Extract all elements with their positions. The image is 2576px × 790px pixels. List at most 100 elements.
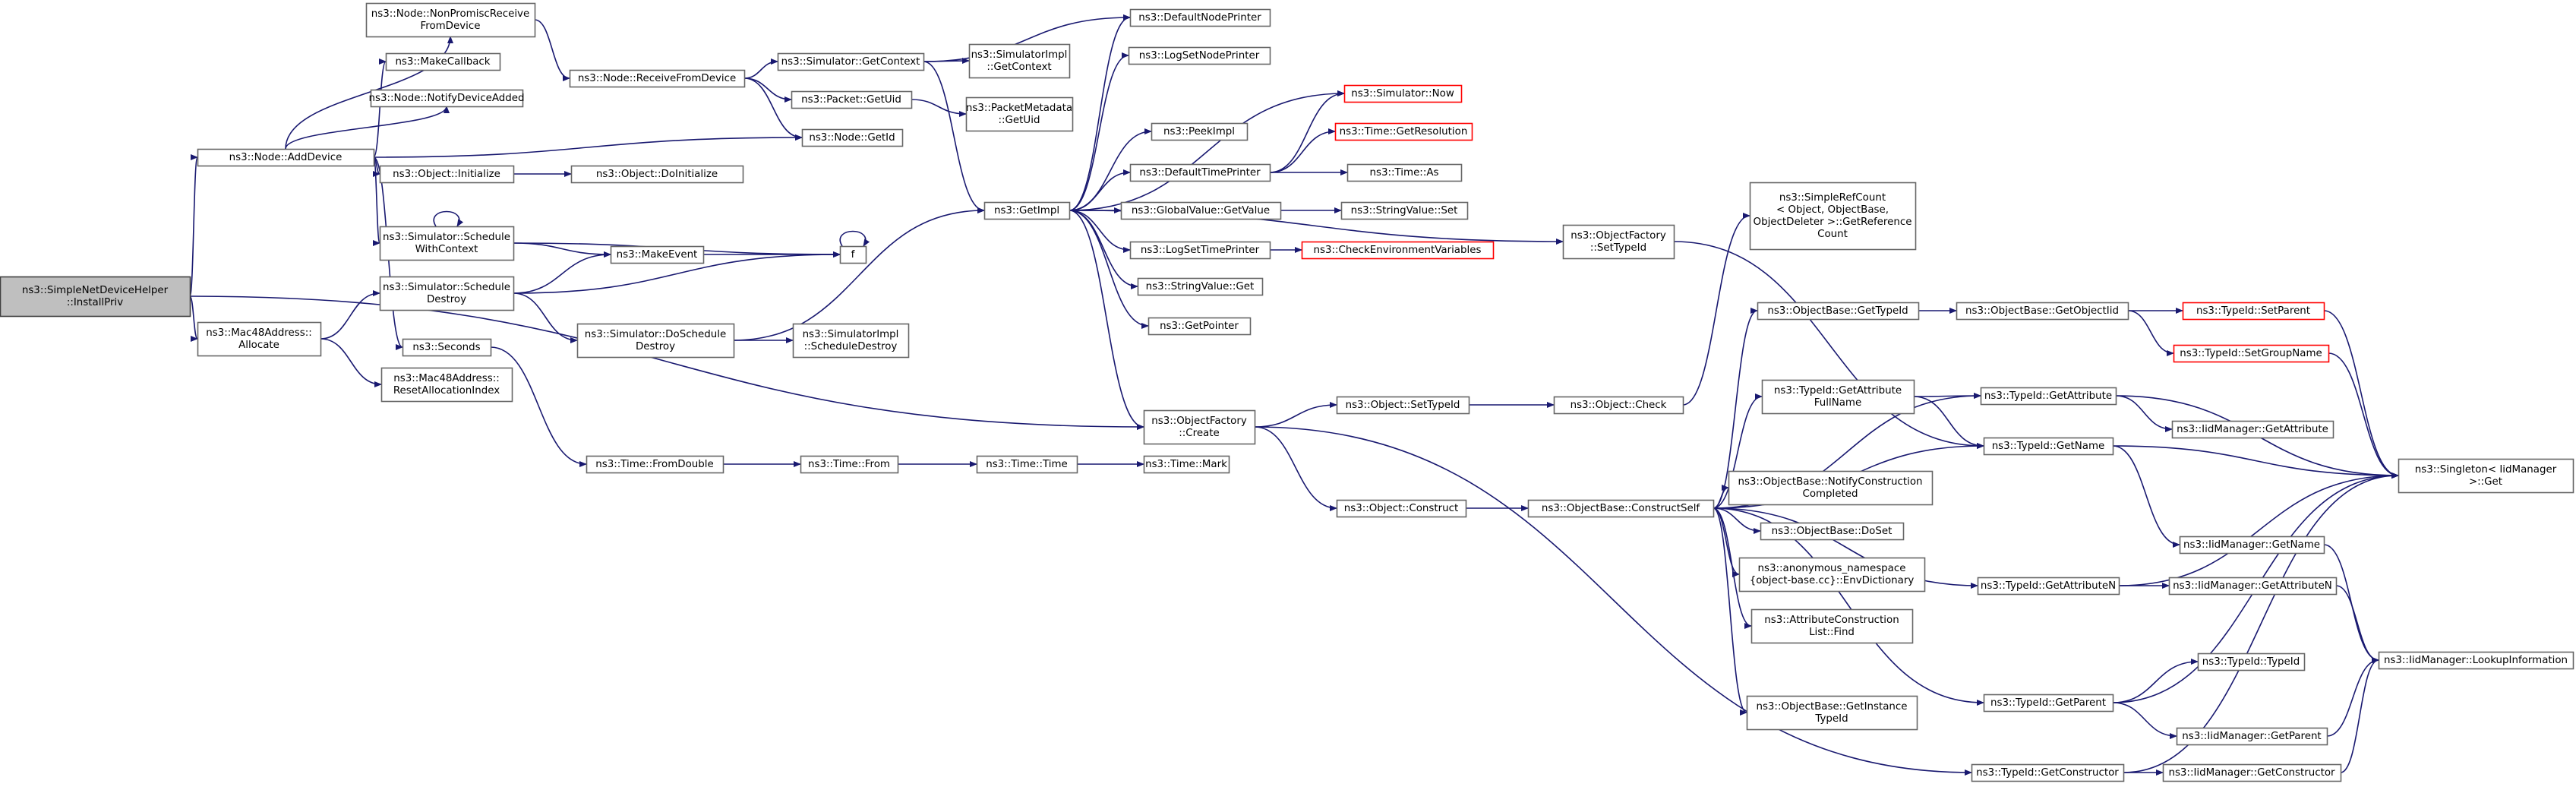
node-makeevent[interactable]: ns3::MakeEvent [610, 245, 705, 264]
node-makecallback[interactable]: ns3::MakeCallback [385, 52, 501, 71]
node-label: ns3::TypeId::GetParent [1990, 697, 2106, 709]
node-mac_reset[interactable]: ns3::Mac48Address::ResetAllocationIndex [380, 367, 513, 403]
node-getpointer[interactable]: ns3::GetPointer [1148, 317, 1252, 336]
node-obj_doinit[interactable]: ns3::Object::DoInitialize [570, 165, 744, 184]
node-stringvalue_set[interactable]: ns3::StringValue::Set [1340, 201, 1469, 220]
node-root[interactable]: ns3::SimpleNetDeviceHelper::InstallPriv [0, 276, 191, 318]
node-typeid_getattributen[interactable]: ns3::TypeId::GetAttributeN [1977, 577, 2120, 596]
node-objbase_getobjtid[interactable]: ns3::ObjectBase::GetObjectIid [1956, 302, 2129, 321]
node-box [1977, 577, 2120, 596]
node-objbase_gettypeid[interactable]: ns3::ObjectBase::GetTypeId [1757, 302, 1920, 321]
edge-getimpl-to-deftimeprinter [1069, 169, 1131, 211]
node-checkenv[interactable]: ns3::CheckEnvironmentVariables [1301, 241, 1495, 260]
node-recvfromdev[interactable]: ns3::Node::ReceiveFromDevice [569, 69, 746, 88]
node-typeid_getconstructor[interactable]: ns3::TypeId::GetConstructor [1971, 763, 2125, 782]
node-label: WithContext [415, 244, 478, 255]
edge-getcontext-to-defnodeprinter [923, 14, 1131, 62]
node-pktmeta_getuid[interactable]: ns3::PacketMetadata::GetUid [965, 96, 1074, 132]
node-label: ns3::SimulatorImpl [803, 329, 899, 340]
node-stringvalue_get[interactable]: ns3::StringValue::Get [1137, 277, 1264, 296]
node-deftimeprinter[interactable]: ns3::DefaultTimePrinter [1129, 163, 1271, 182]
node-typeid_typeid[interactable]: ns3::TypeId::TypeId [2197, 653, 2306, 672]
node-label: ns3::GlobalValue::GetValue [1132, 205, 1270, 216]
node-simimpl_getctx[interactable]: ns3::SimulatorImpl::GetContext [968, 43, 1071, 79]
node-label: ns3::ObjectBase::NotifyConstruction [1738, 476, 1922, 488]
node-iidm_getname[interactable]: ns3::IidManager::GetName [2179, 536, 2325, 555]
node-iidm_getattributen[interactable]: ns3::IidManager::GetAttributeN [2168, 577, 2338, 596]
node-time_getres[interactable]: ns3::Time::GetResolution [1334, 122, 1473, 141]
node-objbase_notify[interactable]: ns3::ObjectBase::NotifyConstructionCompl… [1728, 470, 1934, 506]
node-box [965, 96, 1074, 132]
edge-adddevice-to-node_getid [373, 134, 803, 158]
node-label: ns3::ObjectBase::GetInstance [1756, 701, 1907, 713]
node-iidm_getparent[interactable]: ns3::IidManager::GetParent [2176, 727, 2328, 746]
node-objfactory_settypeid[interactable]: ns3::ObjectFactory::SetTypeId [1562, 224, 1675, 260]
node-objbase_doset[interactable]: ns3::ObjectBase::DoSet [1760, 522, 1905, 541]
node-label: ::SetTypeId [1590, 242, 1646, 254]
node-sched_destroy[interactable]: ns3::Simulator::ScheduleDestroy [379, 276, 515, 311]
node-obj_check[interactable]: ns3::Object::Check [1553, 396, 1684, 415]
node-label: ns3::Object::Construct [1344, 503, 1459, 514]
node-box [2197, 653, 2306, 672]
node-anon_envdict[interactable]: ns3::anonymous_namespace{object-base.cc}… [1738, 557, 1926, 592]
node-singleton_get[interactable]: ns3::Singleton< IidManager>::Get [2398, 458, 2574, 494]
node-getcontext[interactable]: ns3::Simulator::GetContext [777, 52, 925, 71]
node-label: ns3::Time::Time [986, 459, 1068, 470]
node-label: ns3::ObjectFactory [1151, 416, 1247, 427]
node-typeid_getname[interactable]: ns3::TypeId::GetName [1983, 437, 2114, 456]
edge-objbase_getobjtid-to-typeid_setgroupname [2127, 310, 2174, 356]
node-typeid_getparent[interactable]: ns3::TypeId::GetParent [1983, 694, 2114, 713]
node-getimpl[interactable]: ns3::GetImpl [983, 201, 1071, 220]
node-seconds[interactable]: ns3::Seconds [402, 338, 492, 357]
node-box [1738, 557, 1926, 592]
node-typeid_setparent[interactable]: ns3::TypeId::SetParent [2182, 302, 2325, 321]
node-label: ns3::Node::NonPromiscReceive [371, 8, 529, 20]
node-obj_settypeid[interactable]: ns3::Object::SetTypeId [1336, 396, 1470, 415]
node-box [402, 338, 492, 357]
node-box [1129, 163, 1271, 182]
node-typeid_setgroupname[interactable]: ns3::TypeId::SetGroupName [2173, 344, 2330, 363]
node-node_getid[interactable]: ns3::Node::GetId [801, 128, 904, 147]
node-iidm_lookup[interactable]: ns3::IidManager::LookupInformation [2378, 651, 2574, 670]
node-packet_getuid[interactable]: ns3::Packet::GetUid [791, 90, 913, 109]
node-simplerefcount[interactable]: ns3::SimpleRefCount< Object, ObjectBase,… [1749, 182, 1917, 251]
node-adddevice[interactable]: ns3::Node::AddDevice [197, 148, 375, 167]
node-objfactory_create[interactable]: ns3::ObjectFactory::Create [1143, 409, 1256, 445]
node-fromdouble[interactable]: ns3::Time::FromDouble [586, 455, 724, 474]
node-iidm_getattribute[interactable]: ns3::IidManager::GetAttribute [2171, 420, 2334, 439]
node-iidm_getconstructor[interactable]: ns3::IidManager::GetConstructor [2162, 763, 2342, 782]
node-simimpl_schdestroy[interactable]: ns3::SimulatorImpl::ScheduleDestroy [792, 323, 910, 359]
node-f[interactable]: f [839, 245, 867, 264]
node-sim_now[interactable]: ns3::Simulator::Now [1343, 84, 1463, 103]
node-objbase_constructself[interactable]: ns3::ObjectBase::ConstructSelf [1527, 499, 1715, 518]
node-logsettimeprinter[interactable]: ns3::LogSetTimePrinter [1129, 241, 1271, 260]
node-label: {object-base.cc}::EnvDictionary [1750, 575, 1915, 586]
node-time_as[interactable]: ns3::Time::As [1346, 163, 1463, 182]
node-obj_init[interactable]: ns3::Object::Initialize [379, 165, 515, 184]
node-notifydevadded[interactable]: ns3::Node::NotifyDeviceAdded [368, 89, 525, 108]
node-box [2171, 420, 2334, 439]
node-label: ns3::Time::As [1370, 167, 1439, 179]
node-logsetnodeprinter[interactable]: ns3::LogSetNodePrinter [1128, 46, 1271, 65]
node-box [1148, 317, 1252, 336]
node-mac_alloc[interactable]: ns3::Mac48Address::Allocate [197, 321, 322, 357]
node-label: ns3::Packet::GetUid [801, 94, 901, 106]
node-time_time[interactable]: ns3::Time::Time [976, 455, 1078, 474]
node-box [983, 201, 1071, 220]
node-peekimpl[interactable]: ns3::PeekImpl [1151, 122, 1249, 141]
node-defnodeprinter[interactable]: ns3::DefaultNodePrinter [1129, 8, 1271, 27]
node-box [1151, 122, 1249, 141]
node-obj_construct[interactable]: ns3::Object::Construct [1336, 499, 1467, 518]
node-time_from[interactable]: ns3::Time::From [800, 455, 899, 474]
node-globalvalue_get[interactable]: ns3::GlobalValue::GetValue [1120, 201, 1282, 220]
node-box [1143, 455, 1230, 474]
node-label: ns3::AttributeConstruction [1764, 615, 1899, 626]
node-time_mark[interactable]: ns3::Time::Mark [1143, 455, 1230, 474]
node-typeid_getattribute[interactable]: ns3::TypeId::GetAttribute [1980, 387, 2117, 406]
